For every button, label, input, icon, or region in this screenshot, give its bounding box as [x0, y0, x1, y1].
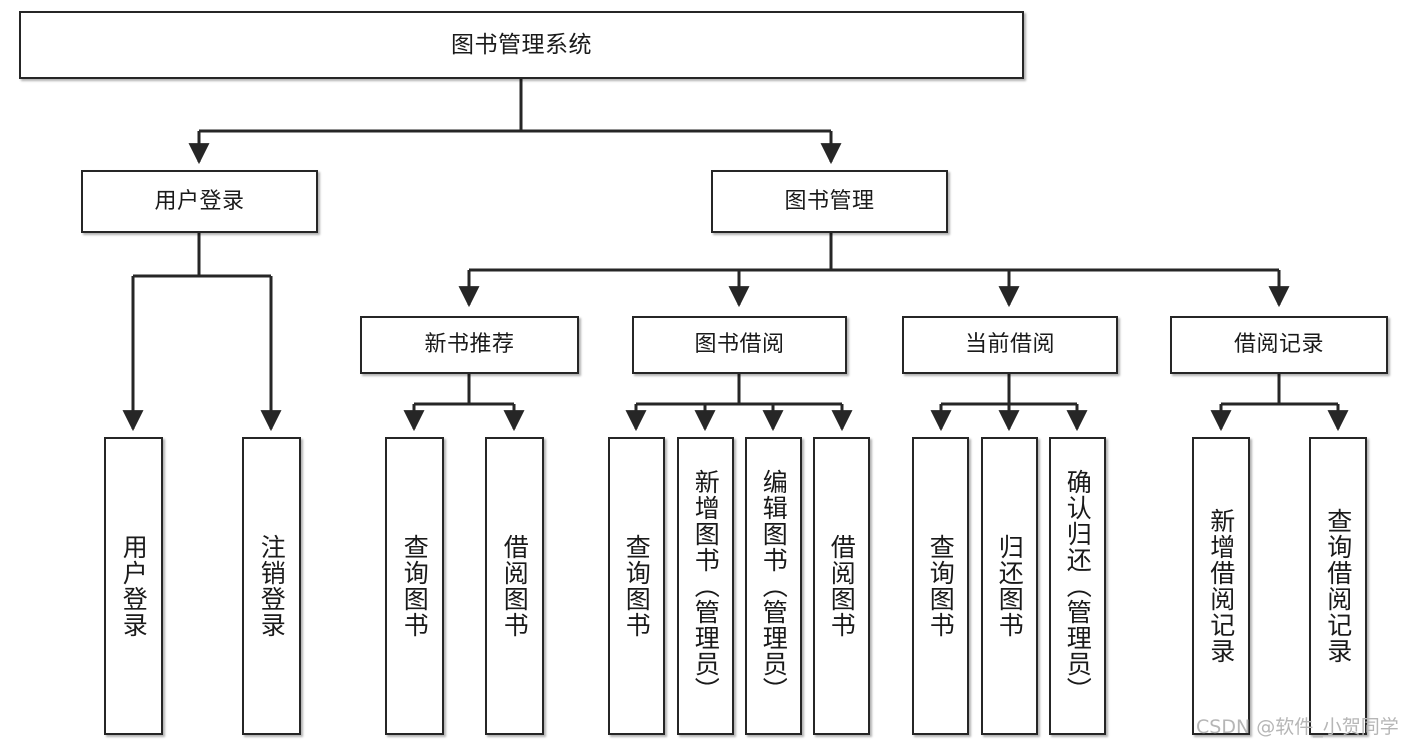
- leaf-logout[interactable]: 注销登录: [242, 437, 301, 735]
- node-label: 编辑图书（管理员）: [759, 469, 789, 703]
- leaf-bookborrow-query-books[interactable]: 查询图书: [608, 437, 665, 735]
- leaf-borrowrecord-add-record[interactable]: 新增借阅记录: [1192, 437, 1250, 735]
- leaf-bookborrow-edit-book-admin[interactable]: 编辑图书（管理员）: [745, 437, 802, 735]
- leaf-user-login[interactable]: 用户登录: [104, 437, 163, 735]
- node-label: 图书管理: [784, 188, 875, 214]
- node-label: 注销登录: [257, 534, 287, 638]
- node-label: 查询图书: [400, 534, 430, 638]
- node-user-login[interactable]: 用户登录: [81, 170, 318, 233]
- node-label: 借阅图书: [500, 534, 530, 638]
- node-book-management[interactable]: 图书管理: [711, 170, 948, 233]
- leaf-bookborrow-add-book-admin[interactable]: 新增图书（管理员）: [677, 437, 734, 735]
- node-root-book-management-system[interactable]: 图书管理系统: [19, 11, 1024, 79]
- node-label: 查询图书: [622, 534, 652, 638]
- node-book-borrow[interactable]: 图书借阅: [632, 316, 847, 374]
- node-label: 查询借阅记录: [1323, 508, 1353, 664]
- node-label: 确认归还（管理员）: [1063, 469, 1093, 703]
- node-new-book-recommend[interactable]: 新书推荐: [360, 316, 579, 374]
- node-label: 图书管理系统: [451, 31, 592, 58]
- leaf-currentborrow-query-books[interactable]: 查询图书: [912, 437, 969, 735]
- node-label: 归还图书: [995, 534, 1025, 638]
- leaf-borrowrecord-query-record[interactable]: 查询借阅记录: [1309, 437, 1367, 735]
- leaf-currentborrow-confirm-return-admin[interactable]: 确认归还（管理员）: [1049, 437, 1106, 735]
- node-label: 新增图书（管理员）: [691, 469, 721, 703]
- node-label: 新增借阅记录: [1206, 508, 1236, 664]
- node-label: 新书推荐: [424, 332, 515, 358]
- leaf-newbook-borrow-books[interactable]: 借阅图书: [485, 437, 544, 735]
- node-label: 当前借阅: [964, 332, 1055, 358]
- leaf-currentborrow-return-books[interactable]: 归还图书: [981, 437, 1038, 735]
- leaf-newbook-query-books[interactable]: 查询图书: [385, 437, 444, 735]
- node-borrow-record[interactable]: 借阅记录: [1170, 316, 1388, 374]
- node-label: 图书借阅: [694, 332, 785, 358]
- node-label: 用户登录: [154, 188, 245, 214]
- node-label: 借阅记录: [1233, 332, 1324, 358]
- csdn-watermark: CSDN @软件_小贺同学: [1196, 716, 1399, 738]
- node-label: 查询图书: [926, 534, 956, 638]
- leaf-bookborrow-borrow-books[interactable]: 借阅图书: [813, 437, 870, 735]
- node-current-borrow[interactable]: 当前借阅: [902, 316, 1118, 374]
- node-label: 用户登录: [119, 534, 149, 638]
- node-label: 借阅图书: [827, 534, 857, 638]
